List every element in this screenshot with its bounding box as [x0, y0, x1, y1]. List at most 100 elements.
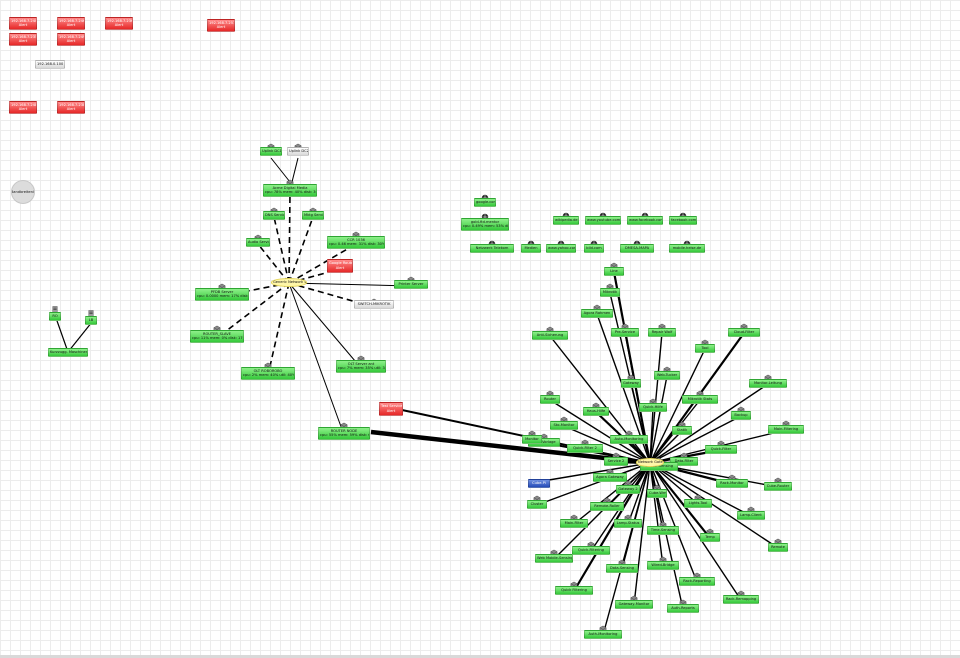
node-title: 192.168.7.238 — [59, 102, 85, 107]
right-node-32[interactable]: Lights-Tool — [683, 494, 713, 508]
small-node-ro[interactable]: RO — [49, 306, 61, 321]
right-node-special[interactable]: Cube-Pi — [528, 472, 550, 488]
right-node-8[interactable]: Gateway — [621, 374, 641, 388]
right-node-24[interactable]: Data-Filter — [669, 452, 699, 466]
internet-node-0[interactable]: google.com — [474, 194, 496, 207]
ip-node-192-168-0-100[interactable]: 192.168.0.100 — [35, 60, 65, 69]
right-node-35[interactable]: Temp — [700, 528, 720, 542]
left-node-audio-service[interactable]: Audio Service — [246, 234, 270, 247]
right-node-28[interactable]: Rack-Monitor — [716, 474, 748, 488]
internet-node-11[interactable]: mobile.heise.de — [669, 240, 705, 253]
right-node-7[interactable]: Cloud-Filter — [728, 323, 760, 337]
right-node-46[interactable]: Rack-Remapping — [722, 590, 760, 604]
right-node-27[interactable]: Cube-Router — [763, 477, 793, 491]
right-node-39[interactable]: Remote — [768, 538, 788, 552]
right-node-0[interactable]: Line — [604, 262, 624, 276]
right-node-21[interactable]: Quick-Filter — [705, 440, 737, 454]
internet-node-3[interactable]: Medien — [521, 240, 541, 253]
right-node-40[interactable]: Data-Sensing — [606, 559, 638, 573]
right-node-33[interactable]: Lamp-Status — [613, 514, 643, 528]
right-node-13[interactable]: Router — [540, 390, 560, 404]
internet-node-10[interactable]: DMESA-MAPA — [620, 240, 654, 253]
right-node-23[interactable]: Agora Gateway — [593, 468, 627, 482]
right-node-47[interactable]: Auth-Monitoring — [584, 625, 622, 639]
right-node-31[interactable]: Lamp-Client — [736, 506, 766, 520]
small-group-root[interactable]: Kurzzugg. Maschinen — [48, 345, 88, 357]
right-node-37[interactable]: Quick-Filtering — [572, 541, 610, 555]
internet-node-7[interactable]: www.youtube.com — [585, 212, 621, 225]
internet-node-6[interactable]: wikipedia.de — [553, 212, 579, 225]
node-subtitle: Alert — [114, 23, 124, 28]
right-node-43[interactable]: Rack-Reporting — [678, 572, 716, 586]
internet-node-4[interactable]: www.yahoo.com — [546, 240, 576, 253]
right-node-6[interactable]: Tool — [695, 339, 715, 353]
right-node-16[interactable]: Sto-Monitor — [549, 416, 579, 430]
right-node-9[interactable]: Web-Tucker — [654, 366, 680, 380]
right-node-36[interactable]: Web Mobile-Sensing — [535, 549, 573, 563]
internet-node-2[interactable]: Netzwerk Telekom — [470, 240, 514, 253]
right-node-14[interactable]: Haus-Hilfe — [583, 402, 609, 416]
left-node-printer-server[interactable]: Printer Server — [394, 276, 428, 289]
right-node-26[interactable]: Gateway 2 — [616, 480, 640, 494]
left-node-audio-service-label: Audio Service — [246, 237, 270, 247]
right-node-20[interactable]: Main-Filtering — [767, 420, 805, 434]
right-node-29[interactable]: Cube-Wm — [647, 484, 667, 498]
right-node-30[interactable]: Remote-Roller — [590, 497, 624, 511]
left-node-uplink-dc2[interactable]: Uplink DC2 — [287, 143, 309, 156]
right-node-38[interactable]: Time-Sensing — [647, 521, 679, 535]
right-hub[interactable]: Network Gateway — [636, 458, 664, 467]
internet-node-8[interactable]: www.facebook.com — [627, 212, 663, 225]
right-node-34[interactable]: Main-Filter — [559, 514, 589, 528]
right-node-22[interactable]: Quick-Filter 2 — [566, 439, 604, 453]
right-node-44[interactable]: Gateway-Monitor — [615, 595, 653, 609]
small-group-root-label: Kurzzugg. Maschinen — [48, 348, 88, 357]
right-node-49[interactable]: Service 2 — [604, 452, 628, 466]
right-node-1[interactable]: Mikrotik — [599, 283, 621, 297]
left-hub[interactable]: Generic Network 473 — [271, 278, 307, 287]
right-node-41[interactable]: Wired-Bridge — [647, 556, 679, 570]
right-node-25[interactable]: Cluster — [527, 495, 547, 509]
right-node-17[interactable]: Auto-Monitoring — [610, 430, 648, 444]
node-subtitle: Alert — [216, 25, 226, 30]
right-node-19[interactable]: Statik — [672, 421, 692, 435]
right-node-2[interactable]: Agora Rahmen — [581, 304, 613, 318]
right-node-3[interactable]: Anti-Sicherung — [531, 326, 569, 340]
node-subtitle: cpu: 0.46 mem: 31% disk: 30% — [329, 242, 385, 247]
right-node-5[interactable]: Repair Wolf — [647, 323, 677, 337]
left-node-dns-service[interactable]: DNS Service — [263, 207, 285, 220]
right-node-12[interactable]: Monitor-Leitung — [749, 374, 787, 388]
left-node-switch-mikrotik[interactable]: SWITCH-MIKROTIK — [354, 298, 394, 309]
right-node-42[interactable]: Quick Filtering — [555, 581, 593, 595]
internet-node-5[interactable]: bild.com — [584, 240, 604, 253]
left-node-mktg-service[interactable]: Mktg Service — [302, 207, 324, 220]
right-node-50[interactable]: Monitor — [522, 430, 542, 444]
right-node-45[interactable]: Auth-Reports — [667, 599, 699, 613]
right-node-11[interactable]: Mikrotik Stats — [681, 390, 719, 404]
right-node-10[interactable]: Quick-Hilfe — [638, 398, 668, 412]
right-node-15[interactable]: Backup — [731, 406, 751, 420]
internet-node-9[interactable]: facebook.com — [669, 212, 697, 225]
internet-node-4-label: www.yahoo.com — [546, 243, 576, 253]
small-node-lb[interactable]: LB — [85, 310, 97, 325]
left-node-uplink-dc1[interactable]: Uplink DC1 — [260, 143, 282, 156]
right-node-4[interactable]: Pre-Service — [610, 323, 640, 337]
